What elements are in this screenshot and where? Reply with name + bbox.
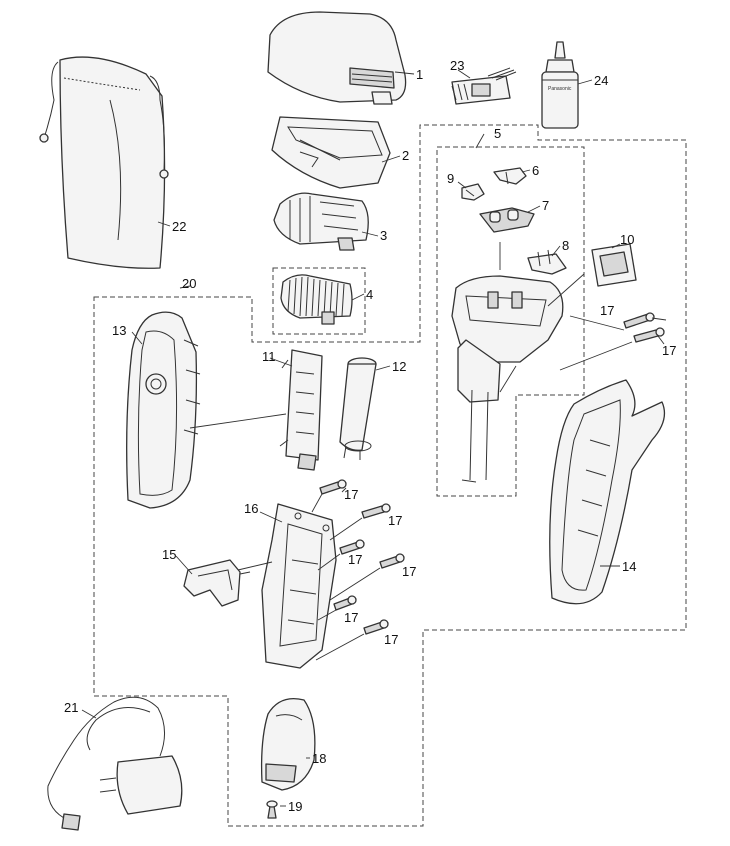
main-body-group-outline xyxy=(93,124,687,827)
label-part-3: 3 xyxy=(380,228,387,243)
bracket-part xyxy=(183,559,251,607)
small-screw-part xyxy=(266,800,278,819)
label-plate-part xyxy=(591,243,637,287)
label-part-6: 6 xyxy=(532,163,539,178)
label-part-22: 22 xyxy=(172,219,186,234)
label-part-17-b: 17 xyxy=(662,343,676,358)
leader-lines xyxy=(81,69,667,807)
clip-part-6 xyxy=(493,167,527,185)
front-panel-part xyxy=(126,311,201,509)
drive-unit-part xyxy=(451,275,564,483)
label-part-2: 2 xyxy=(402,148,409,163)
label-part-8: 8 xyxy=(562,238,569,253)
pouch-part xyxy=(39,56,169,269)
blade-set-group-outline xyxy=(272,267,366,335)
label-part-5: 5 xyxy=(494,126,501,141)
label-part-14: 14 xyxy=(622,559,636,574)
inner-frame-part xyxy=(261,503,337,669)
label-part-17-a: 17 xyxy=(600,303,614,318)
battery-part xyxy=(339,357,377,460)
back-case-part xyxy=(549,379,666,605)
label-part-12: 12 xyxy=(392,359,406,374)
label-part-17-f: 17 xyxy=(402,564,416,579)
inner-blades-part xyxy=(280,274,353,325)
outer-cover-part xyxy=(267,11,407,105)
label-part-17-c: 17 xyxy=(344,487,358,502)
label-part-4: 4 xyxy=(366,287,373,302)
label-part-17-g: 17 xyxy=(344,610,358,625)
label-part-21: 21 xyxy=(64,700,78,715)
label-part-1: 1 xyxy=(416,67,423,82)
label-part-23: 23 xyxy=(450,58,464,73)
label-part-9: 9 xyxy=(447,171,454,186)
label-part-17-e: 17 xyxy=(348,552,362,567)
bottom-cover-part xyxy=(260,697,316,791)
part-labels: 1 2 3 4 5 6 7 8 9 10 11 12 13 14 15 16 1… xyxy=(64,58,676,814)
label-part-11: 11 xyxy=(262,349,276,364)
label-part-7: 7 xyxy=(542,198,549,213)
drive-unit-group-outline xyxy=(436,146,585,497)
connector-part xyxy=(527,249,567,275)
blade-frame-part xyxy=(273,192,369,251)
label-part-13: 13 xyxy=(112,323,126,338)
label-part-17-d: 17 xyxy=(388,513,402,528)
outer-frame-part xyxy=(271,116,391,189)
label-part-10: 10 xyxy=(620,232,634,247)
label-part-18: 18 xyxy=(312,751,326,766)
oil-bottle-part: Panasonic xyxy=(541,41,579,129)
seal-part xyxy=(479,207,535,233)
cleaning-brush-part xyxy=(451,67,517,105)
bracket-part-9 xyxy=(461,183,485,201)
ac-adaptor-part xyxy=(47,696,183,831)
label-part-17-h: 17 xyxy=(384,632,398,647)
svg-text:Panasonic: Panasonic xyxy=(548,86,572,92)
label-part-20: 20 xyxy=(182,276,196,291)
label-part-15: 15 xyxy=(162,547,176,562)
label-part-19: 19 xyxy=(288,799,302,814)
label-part-24: 24 xyxy=(594,73,608,88)
label-part-16: 16 xyxy=(244,501,258,516)
circuit-board-part xyxy=(279,349,323,471)
